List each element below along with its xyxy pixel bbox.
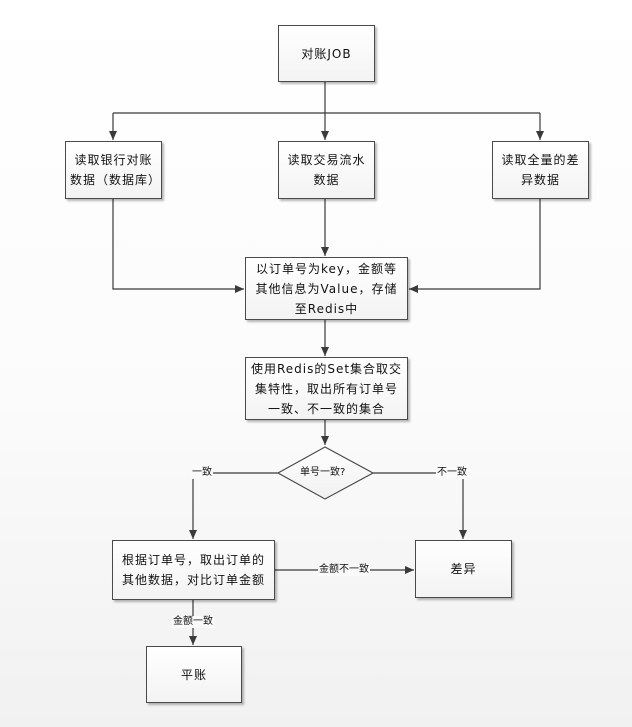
diff-label: 差异	[450, 562, 477, 576]
read-bank-node: 读取银行对账数据（数据库）	[65, 141, 162, 199]
edge-label-amount-mismatch: 金额不一致	[318, 564, 370, 576]
read-bank-label: 读取银行对账数据（数据库）	[70, 153, 162, 187]
balanced-label: 平账	[180, 667, 207, 682]
compare-label: 根据订单号，取出订单的其他数据，对比订单金额	[121, 553, 265, 587]
compare-node: 根据订单号，取出订单的其他数据，对比订单金额	[112, 540, 275, 600]
edge-label-amount-match: 金额一致	[172, 616, 214, 628]
decision-diamond	[276, 446, 375, 500]
read-diff-label: 读取全量的差异数据	[501, 153, 580, 187]
decision-label: 单号一致?	[300, 467, 346, 478]
balanced-node: 平账	[146, 646, 242, 703]
read-diff-node: 读取全量的差异数据	[492, 141, 589, 199]
edge-label-consistent: 一致	[191, 467, 213, 479]
edge-diff-store	[409, 199, 541, 293]
edge-split-bank	[113, 112, 540, 140]
edge-bank-store	[112, 199, 244, 293]
job-node-label: 对账JOB	[301, 46, 352, 61]
job-node: 对账JOB	[278, 25, 375, 82]
edge-label-inconsistent: 不一致	[436, 467, 468, 479]
read-trade-node: 读取交易流水数据	[278, 141, 375, 199]
read-trade-label: 读取交易流水数据	[287, 153, 366, 187]
redis-set-node: 使用Redis的Set集合取交集特性，取出所有订单号一致、不一致的集合	[245, 357, 408, 420]
edge-decision-inconsistent	[372, 472, 467, 539]
redis-set-label: 使用Redis的Set集合取交集特性，取出所有订单号一致、不一致的集合	[250, 361, 403, 416]
diff-node: 差异	[415, 540, 512, 598]
edge-decision-consistent	[189, 472, 278, 539]
store-redis-label: 以订单号为key，金额等其他信息为Value，存储至Redis中	[255, 261, 398, 316]
store-redis-node: 以订单号为key，金额等其他信息为Value，存储至Redis中	[245, 257, 408, 320]
